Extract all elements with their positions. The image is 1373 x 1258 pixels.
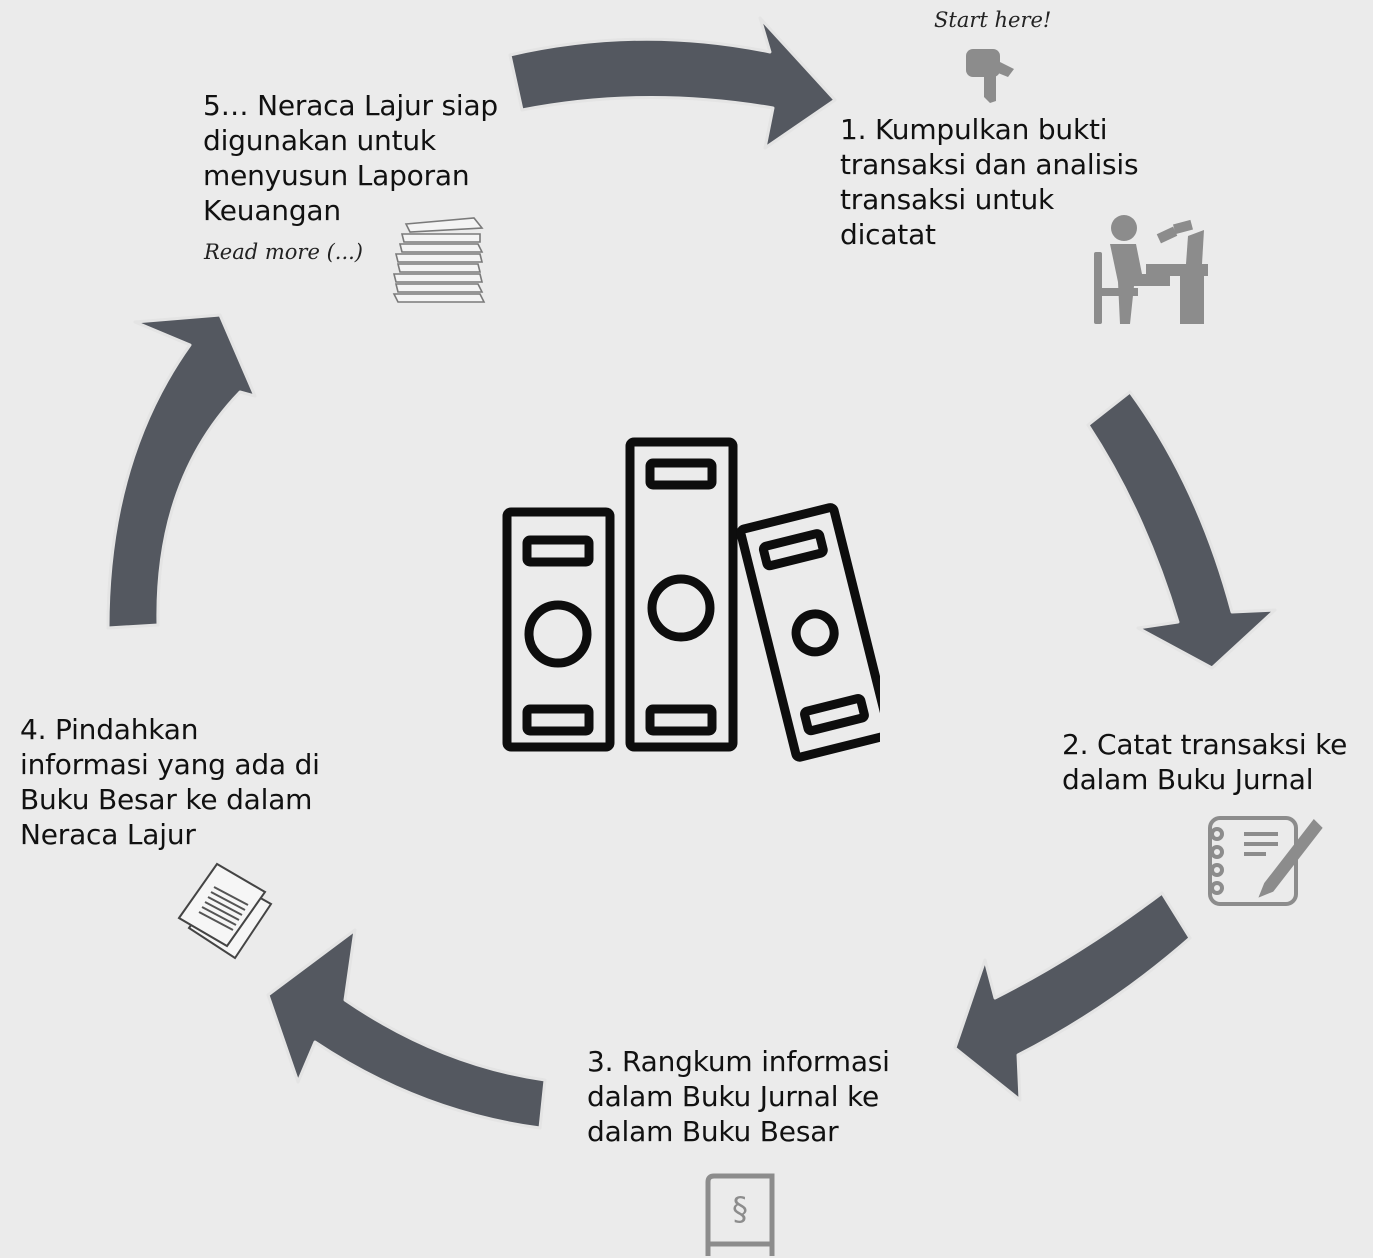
start-here-label: Start here! (934, 8, 1052, 32)
step-4-line: Neraca Lajur (20, 818, 196, 851)
svg-text:§: § (732, 1190, 748, 1228)
step-4-line: informasi yang ada di (20, 748, 320, 781)
person-at-desk-icon (1094, 215, 1208, 324)
pointing-hand-icon (966, 49, 1014, 103)
step-4-line: Buku Besar ke dalam (20, 783, 313, 816)
step-5-line: menyusun Laporan (203, 159, 470, 192)
step-1-line: 1. Kumpulkan bukti (840, 113, 1108, 146)
arrow-2-to-3 (953, 891, 1192, 1102)
notebook-pen-icon (1208, 816, 1323, 906)
step-5-line: digunakan untuk (203, 124, 436, 157)
step-1-text: 1. Kumpulkan bukti transaksi dan analisi… (840, 112, 1139, 252)
step-3-text: 3. Rangkum informasi dalam Buku Jurnal k… (587, 1044, 890, 1149)
step-5-line: Keuangan (203, 194, 341, 227)
step-3-line: dalam Buku Jurnal ke (587, 1080, 880, 1113)
step-2-line: dalam Buku Jurnal (1062, 763, 1314, 796)
arrow-3-to-4 (266, 928, 547, 1130)
step-1-line: transaksi dan analisis (840, 148, 1139, 181)
read-more-link[interactable]: Read more (...) (204, 240, 363, 264)
step-4-text: 4. Pindahkan informasi yang ada di Buku … (20, 712, 320, 852)
step-3-line: 3. Rangkum informasi (587, 1045, 890, 1078)
step-1-line: transaksi untuk (840, 183, 1055, 216)
documents-icon (177, 862, 273, 960)
step-5-text: 5… Neraca Lajur siap digunakan untuk men… (203, 88, 498, 228)
paper-stack-icon (392, 217, 486, 303)
step-1-line: dicatat (840, 218, 936, 251)
step-2-line: 2. Catat transaksi ke (1062, 728, 1348, 761)
step-5-line: 5… Neraca Lajur siap (203, 89, 499, 122)
law-book-icon: § (705, 1173, 775, 1256)
step-4-line: 4. Pindahkan (20, 713, 199, 746)
binders-icon (502, 437, 880, 762)
arrow-1-to-2 (1086, 390, 1277, 670)
step-3-line: dalam Buku Besar (587, 1115, 839, 1148)
step-2-text: 2. Catat transaksi ke dalam Buku Jurnal (1062, 727, 1347, 797)
arrow-5-to-1 (508, 16, 837, 150)
arrow-4-to-5 (106, 313, 257, 630)
